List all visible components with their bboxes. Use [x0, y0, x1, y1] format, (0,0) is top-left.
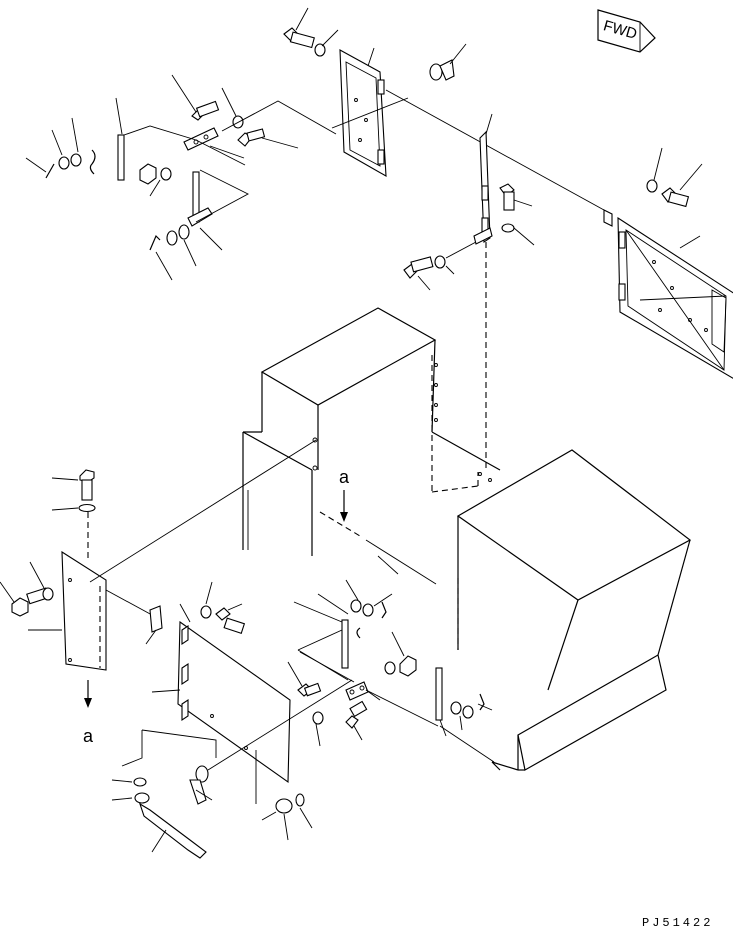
section-mark-a-top: a [339, 467, 350, 487]
left-door-hinge-plate [28, 439, 317, 671]
upper-door-panel [339, 47, 387, 177]
center-hinge-bar [473, 113, 493, 472]
left-bolt-stack [51, 469, 96, 560]
hex-bolt [191, 100, 220, 121]
large-tank-block [456, 449, 692, 771]
tall-cabinet [242, 307, 501, 556]
center-bolts [403, 183, 535, 291]
lock-cam [255, 750, 313, 841]
latch-handle-bottom [189, 679, 353, 805]
latch-handle-top [429, 43, 467, 81]
right-bolt [603, 147, 703, 227]
latch-assembly-bottom [111, 729, 217, 859]
bottom-hinge-bracket [287, 539, 439, 747]
leader-lines-top-left [25, 74, 299, 281]
right-rod-assembly [435, 667, 493, 737]
fwd-arrow-icon [597, 9, 656, 53]
side-access-panel [617, 216, 733, 379]
section-mark-a-bottom: a [83, 726, 94, 746]
top-bolt [283, 7, 339, 57]
fwd-label: FWD [601, 17, 639, 43]
top-hinge-assembly [45, 100, 337, 251]
lower-door-bolt [200, 581, 246, 634]
left-bolt-side [0, 561, 54, 617]
lower-door-panel [145, 603, 291, 784]
drawing-number: PJ51422 [642, 916, 713, 930]
